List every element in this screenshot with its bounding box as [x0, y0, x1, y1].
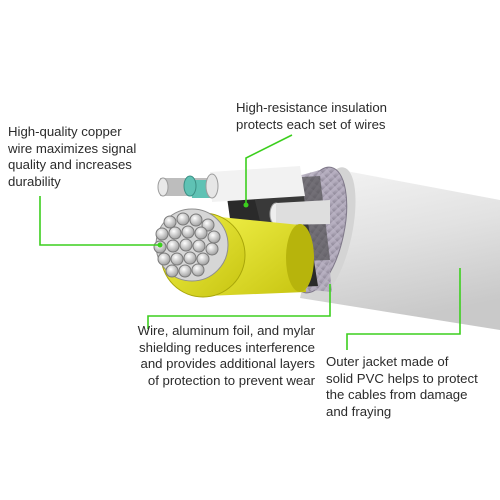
callout-shielding: Wire, aluminum foil, and mylar shielding… [137, 323, 315, 388]
leader-insulation-dot [243, 202, 249, 208]
callout-copper-wire: High-quality copper wire maximizes signa… [8, 124, 137, 189]
leader-insulation [245, 134, 293, 205]
leader-shielding [147, 284, 331, 329]
leader-lines [39, 134, 461, 350]
copper-strand-bundle [153, 208, 229, 282]
callout-outer-jacket: Outer jacket made of solid PVC helps to … [326, 354, 478, 419]
leader-copper [39, 196, 160, 246]
callout-insulation: High-resistance insulation protects each… [236, 100, 387, 132]
insulated-wires-top [157, 166, 330, 226]
leader-copper-dot [157, 242, 163, 248]
strand-ends [153, 212, 221, 278]
leader-jacket [346, 268, 461, 350]
